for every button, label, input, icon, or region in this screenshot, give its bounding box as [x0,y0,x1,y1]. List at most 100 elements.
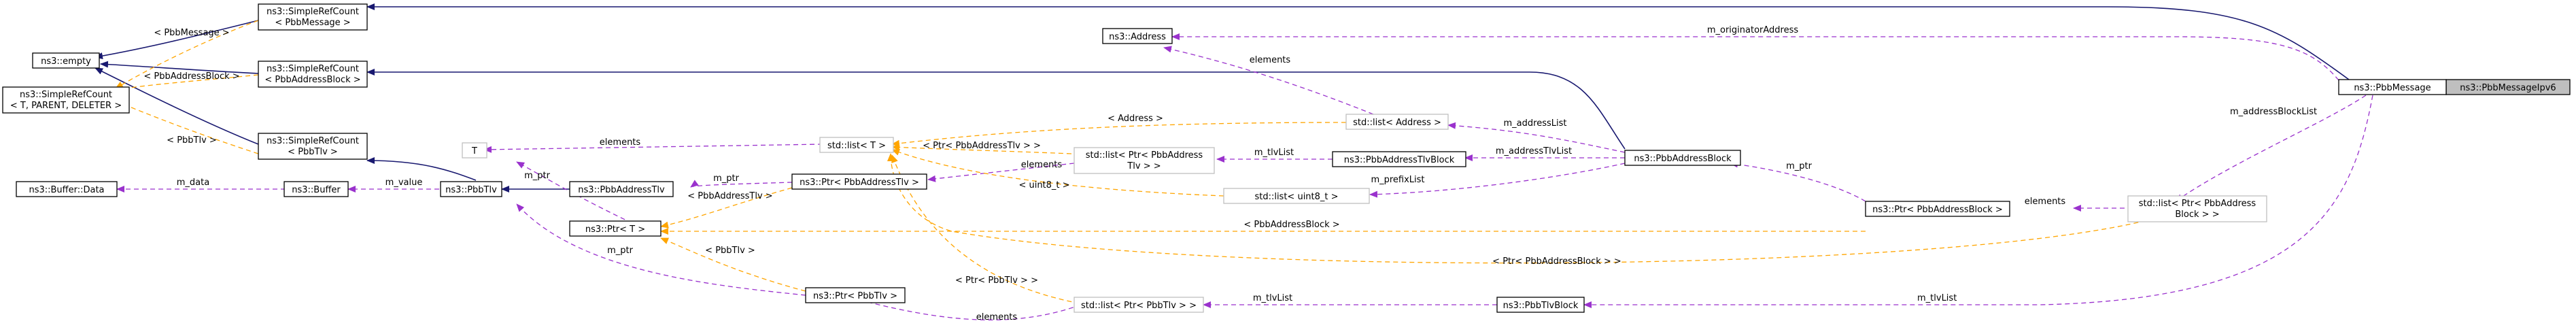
node-t[interactable]: T [462,142,487,158]
edge-address-to-pbbmessage [1171,33,2339,81]
node-label-line2: Block > > [2175,210,2219,220]
node-pbbaddresstlv[interactable]: ns3::PbbAddressTlv [569,181,674,197]
edge-simplerefcount-pbbtlv-to-pbbtlv [366,157,477,181]
node-simplerefcount-generic[interactable]: ns3::SimpleRefCount < T, PARENT, DELETER… [2,86,130,114]
edge-tpl-simplerefcount-pbbmessage [115,20,259,89]
label-tpl-pbbaddressblock: < PbbAddressBlock > [143,71,239,82]
edge-empty-to-simplerefcount-pbbmessage [95,20,259,60]
node-label-line1: std::list< Ptr< PbbAddress [1086,150,1203,161]
label-elements-address: elements [1250,55,1291,65]
label-elements-list-t: elements [600,137,641,148]
node-pbbmessage[interactable]: ns3::PbbMessage [2338,79,2447,95]
nodes: ns3::PbbMessageIpv6 ns3::PbbMessage ns3:… [2,3,2571,313]
edge-stdlist-uint8-to-pbbaddressblock [1369,163,1626,198]
node-label: ns3::PbbMessage [2354,83,2431,93]
node-pbbaddressblock[interactable]: ns3::PbbAddressBlock [1624,150,1741,166]
edge-pbbtlv-to-ptr-pbbtlv [516,203,806,296]
node-label: ns3::Ptr< PbbAddressTlv > [800,178,919,188]
node-label: ns3::Address [1109,32,1166,42]
label-m-address-tlv-list: m_addressTlvList [1496,146,1572,156]
edge-tpl-stdlist-ptr-pbbaddresstlv [891,144,1072,154]
edge-tpl-stdlist-address [891,122,1347,147]
node-label: T [471,146,477,156]
node-pbbtlv[interactable]: ns3::PbbTlv [440,181,502,197]
edge-empty-to-simplerefcount-pbbaddressblock [100,61,259,74]
label-tpl-ptr-pbbaddressblock: < Ptr< PbbAddressBlock > > [1492,256,1621,267]
edge-labels: m_originatorAddress m_addressBlockList m… [143,25,2317,322]
node-label-line1: ns3::SimpleRefCount [20,90,112,100]
node-stdlist-address[interactable]: std::list< Address > [1345,114,1449,130]
edge-simplerefcount-pbbmessage-to-pbbmessage [366,3,2350,80]
node-label: ns3::PbbAddressTlvBlock [1344,155,1455,165]
edge-tpl-simplerefcount-pbbaddressblock [115,74,259,93]
node-label: ns3::Ptr< PbbTlv > [813,291,897,301]
label-tpl-ptr-pbbaddresstlv: < Ptr< PbbAddressTlv > > [923,141,1041,151]
node-label-line2: < PbbMessage > [275,18,350,28]
label-elements-ptr-pbbaddressblock: elements [2025,197,2066,207]
node-ptr-t[interactable]: ns3::Ptr< T > [569,220,662,237]
label-m-data: m_data [177,178,209,188]
edge-tpl-ptr-pbbaddresstlv [660,187,793,229]
node-simplerefcount-pbbtlv[interactable]: ns3::SimpleRefCount < PbbTlv > [258,133,368,160]
node-buffer-data[interactable]: ns3::Buffer::Data [16,181,118,197]
label-m-tlv-list-message: m_tlvList [1917,293,1957,303]
node-pbbaddresstlvblock[interactable]: ns3::PbbAddressTlvBlock [1332,151,1466,167]
label-m-ptr-pbbtlv-to-t: m_ptr [524,171,551,181]
node-label: ns3::empty [41,56,91,67]
node-address[interactable]: ns3::Address [1102,28,1173,44]
node-label: std::list< uint8_t > [1254,192,1338,202]
edge-stdlist-ptr-pbbaddressblock-to-pbbmessage [2175,95,2367,202]
node-stdlist-t[interactable]: std::list< T > [819,137,894,153]
edge-tpl-stdlist-ptr-pbbtlv [891,154,1080,304]
edge-address-to-stdlist-address [1163,46,1374,115]
edge-ptr-pbbtlv-to-stdlist-ptr-pbbtlv [837,293,1082,320]
edge-pbbaddresstlv-to-ptr-pbbaddresstlv [690,180,793,188]
label-tpl-pbbaddresstlv: < PbbAddressTlv > [687,191,772,201]
node-label: std::list< Address > [1353,118,1441,128]
node-label: std::list< T > [827,141,886,151]
node-ptr-pbbaddressblock[interactable]: ns3::Ptr< PbbAddressBlock > [1865,201,2010,217]
edge-t-to-stdlist-t [483,144,823,153]
label-m-address-list: m_addressList [1504,118,1567,129]
node-label: ns3::PbbAddressTlv [578,185,665,195]
node-label: ns3::Ptr< PbbAddressBlock > [1872,205,2003,215]
node-label-line2: Tlv > > [1127,161,1161,171]
edge-t-to-ptr-t [516,161,633,224]
node-buffer[interactable]: ns3::Buffer [284,181,349,197]
node-pbbmessageipv6[interactable]: ns3::PbbMessageIpv6 [2445,79,2571,95]
node-label-line1: ns3::SimpleRefCount [267,136,359,146]
node-label-line1: std::list< Ptr< PbbAddress [2139,199,2256,209]
node-stdlist-uint8[interactable]: std::list< uint8_t > [1223,188,1370,204]
node-simplerefcount-pbbaddressblock[interactable]: ns3::SimpleRefCount < PbbAddressBlock > [258,61,368,88]
node-stdlist-ptr-pbbtlv[interactable]: std::list< Ptr< PbbTlv > > [1074,297,1204,313]
label-tpl-ptr-pbbtlv: < Ptr< PbbTlv > > [955,275,1038,286]
label-m-prefix-list: m_prefixList [1371,175,1424,185]
edge-empty-to-simplerefcount-pbbtlv [95,67,259,145]
node-empty[interactable]: ns3::empty [32,52,100,69]
node-stdlist-ptr-pbbaddresstlv[interactable]: std::list< Ptr< PbbAddress Tlv > > [1074,147,1215,174]
node-label: ns3::PbbAddressBlock [1634,154,1732,164]
label-m-ptr-pbbaddressblock: m_ptr [1786,161,1813,171]
node-label: ns3::PbbMessageIpv6 [2460,83,2556,93]
edge-tpl-ptr-pbbtlv [660,237,806,292]
node-pbbtlvblock[interactable]: ns3::PbbTlvBlock [1496,297,1585,313]
label-m-ptr-pbbaddresstlv: m_ptr [713,173,740,184]
edge-tpl-stdlist-uint8 [891,149,1224,197]
node-simplerefcount-pbbmessage[interactable]: ns3::SimpleRefCount < PbbMessage > [258,3,368,31]
label-m-tlv-list-addresstlvblock: m_tlvList [1254,148,1294,158]
node-stdlist-ptr-pbbaddressblock[interactable]: std::list< Ptr< PbbAddress Block > > [2127,195,2267,222]
label-m-originator-address: m_originatorAddress [1707,25,1799,35]
node-label-line1: ns3::SimpleRefCount [267,64,359,74]
label-tpl-pbbaddressblock-ptr: < PbbAddressBlock > [1243,220,1339,230]
edges [95,3,2461,320]
node-label-line2: < T, PARENT, DELETER > [10,101,122,111]
label-m-address-block-list: m_addressBlockList [2230,107,2317,117]
label-elements-ptr-pbbtlv: elements [976,312,1018,322]
label-tpl-pbbtlv-ptr: < PbbTlv > [705,246,755,256]
label-tpl-address: < Address > [1107,114,1163,124]
node-ptr-pbbtlv[interactable]: ns3::Ptr< PbbTlv > [805,287,906,303]
node-ptr-pbbaddresstlv[interactable]: ns3::Ptr< PbbAddressTlv > [791,173,927,190]
node-label: ns3::Buffer::Data [29,185,104,195]
node-label-line1: ns3::SimpleRefCount [267,7,359,17]
